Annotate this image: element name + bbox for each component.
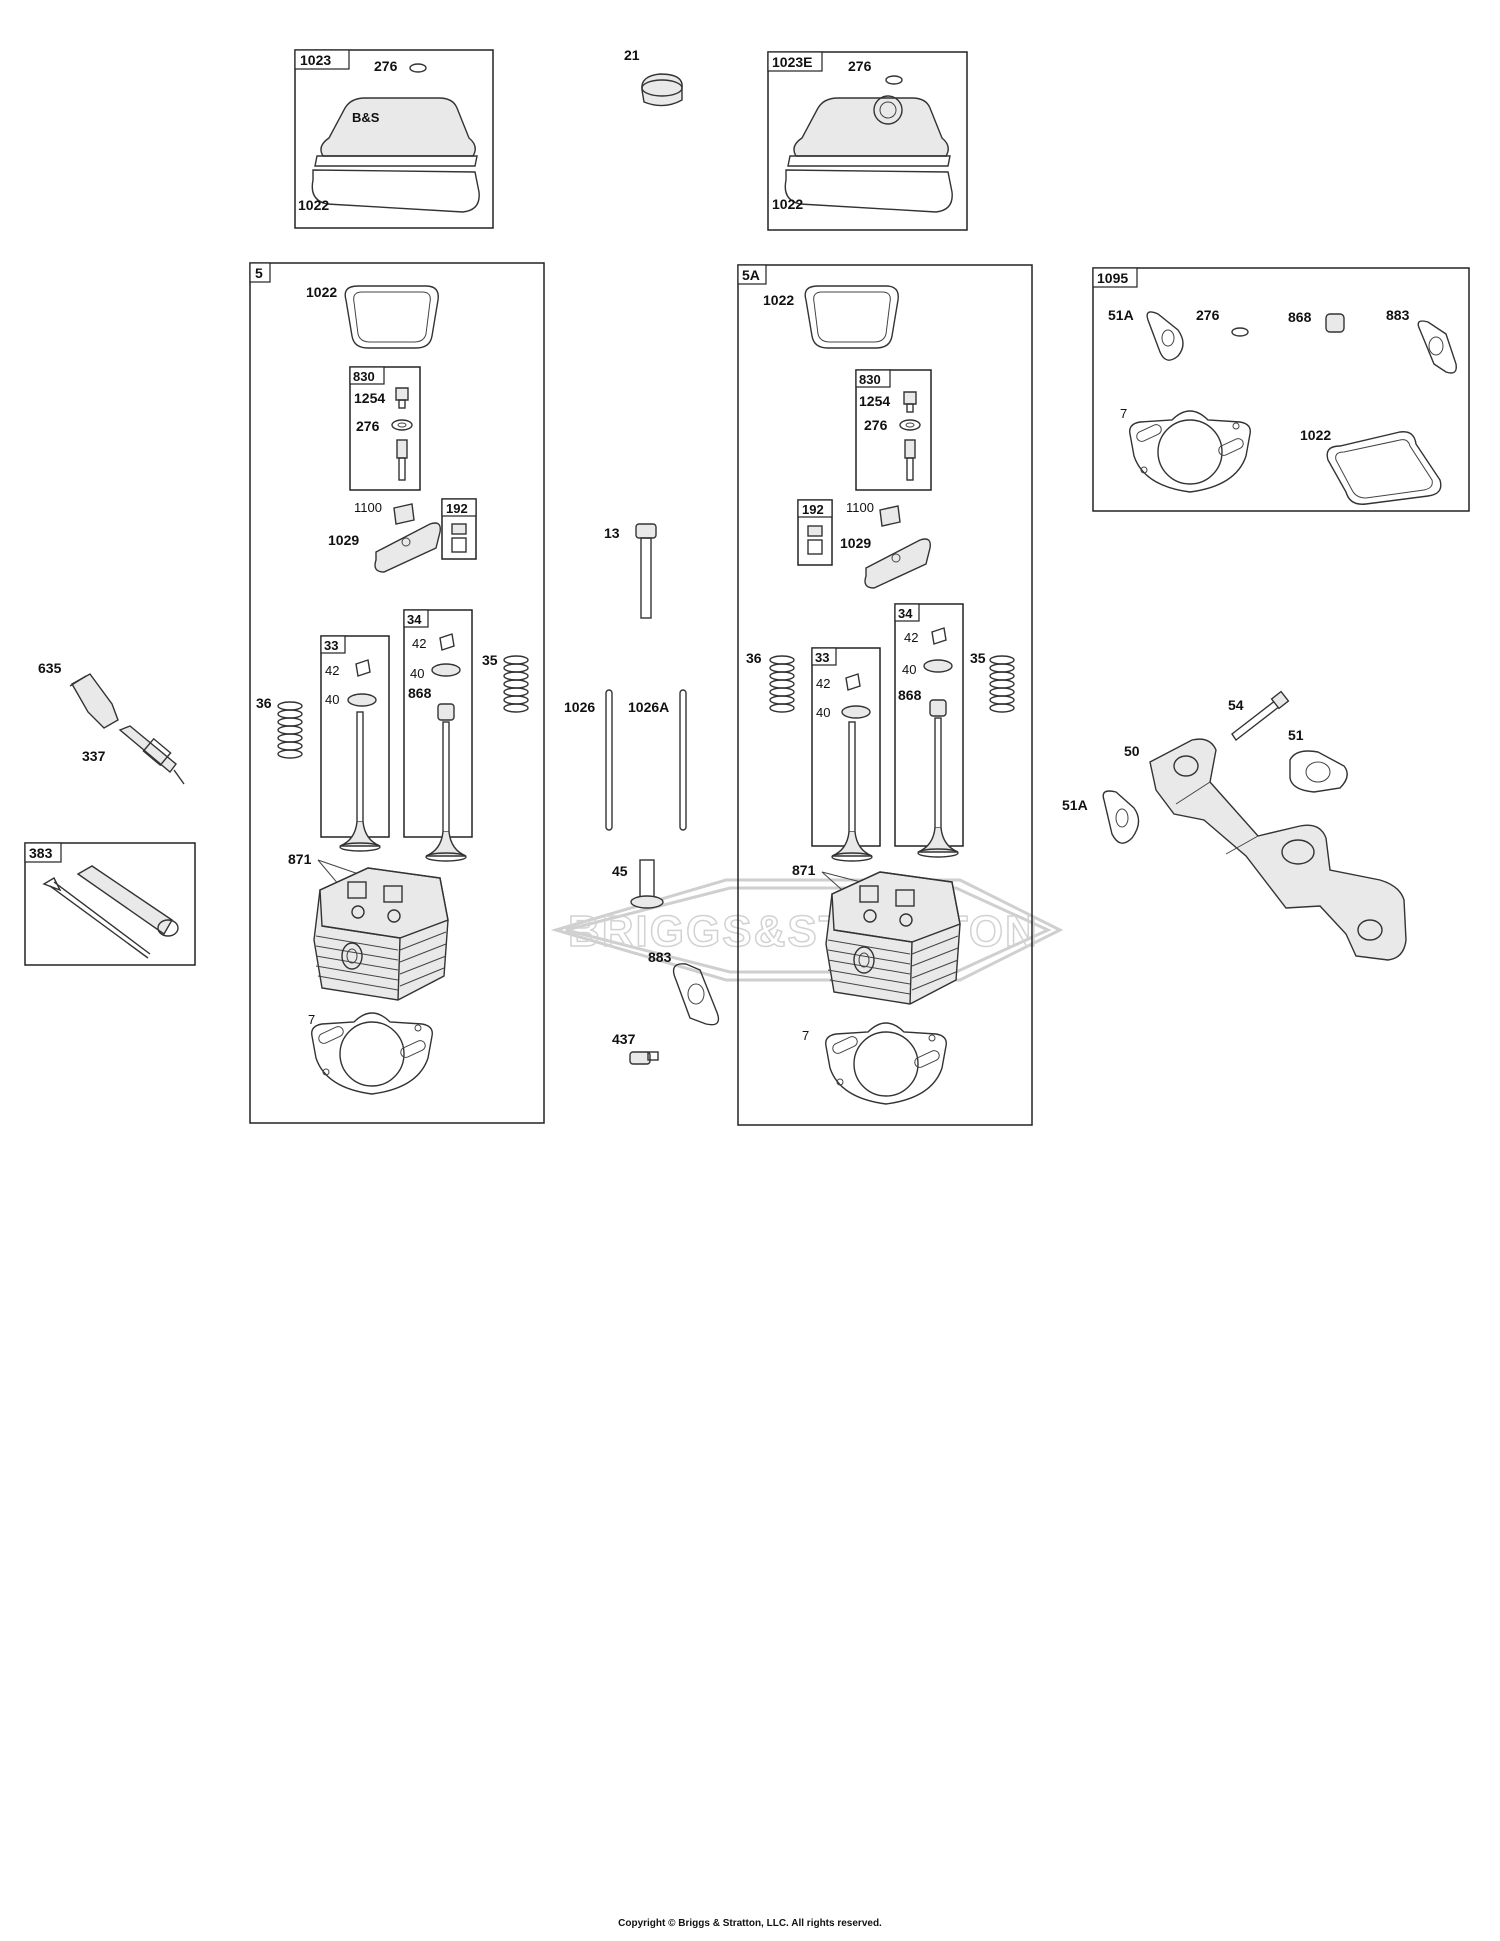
part-label-36: 36 bbox=[256, 695, 272, 711]
part-label-45: 45 bbox=[612, 863, 628, 879]
part-label-871b: 871 bbox=[792, 862, 816, 878]
spark-plug-parts: 635 337 bbox=[38, 660, 185, 785]
part-label-1100: 1100 bbox=[354, 500, 382, 515]
kit-1023-box: 1023 B&S 276 1022 bbox=[294, 49, 494, 229]
part-label-42d: 42 bbox=[904, 630, 918, 645]
kit-label-5: 5 bbox=[255, 265, 263, 281]
part-label-868: 868 bbox=[408, 685, 432, 701]
part-label-7c: 7 bbox=[1120, 406, 1127, 421]
part-label-54: 54 bbox=[1228, 697, 1244, 713]
copyright-text: Copyright © Briggs & Stratton, LLC. All … bbox=[618, 1918, 882, 1929]
kit-383-box: 383 bbox=[24, 842, 196, 966]
kit-label-1023E: 1023E bbox=[772, 54, 812, 70]
kit-label-34b: 34 bbox=[898, 606, 913, 621]
kit-1095-box: 1095 51A 276 868 883 7 1022 bbox=[1092, 267, 1470, 512]
kit-label-830: 830 bbox=[353, 369, 375, 384]
part-label-40c: 40 bbox=[816, 705, 830, 720]
part-label-871: 871 bbox=[288, 851, 312, 867]
kit-label-34: 34 bbox=[407, 612, 422, 627]
kit-label-383: 383 bbox=[29, 845, 53, 861]
part-label-276d: 276 bbox=[864, 417, 888, 433]
part-label-1254: 1254 bbox=[354, 390, 385, 406]
svg-text:B&S: B&S bbox=[352, 110, 380, 125]
part-label-868b: 868 bbox=[898, 687, 922, 703]
kit-label-830b: 830 bbox=[859, 372, 881, 387]
part-label-868c: 868 bbox=[1288, 309, 1312, 325]
part-label-883b: 883 bbox=[1386, 307, 1410, 323]
part-label-42c: 42 bbox=[816, 676, 830, 691]
part-label-50: 50 bbox=[1124, 743, 1140, 759]
part-label-276b: 276 bbox=[848, 58, 872, 74]
kit-label-192: 192 bbox=[446, 501, 468, 516]
part-label-1022e: 1022 bbox=[1300, 427, 1331, 443]
kit-5A-box: 5A 1022 830 1254 276 192 1100 1029 36 35 bbox=[737, 264, 1033, 1126]
part-label-7b: 7 bbox=[802, 1028, 809, 1043]
part-label-1026: 1026 bbox=[564, 699, 595, 715]
part-label-883: 883 bbox=[648, 949, 672, 965]
manifold-parts: 54 51 50 51A bbox=[1062, 690, 1407, 961]
part-label-1022d: 1022 bbox=[763, 292, 794, 308]
part-label-1029: 1029 bbox=[328, 532, 359, 548]
part-label-42: 42 bbox=[325, 663, 339, 678]
kit-label-192b: 192 bbox=[802, 502, 824, 517]
part-label-1022c: 1022 bbox=[306, 284, 337, 300]
part-label-437: 437 bbox=[612, 1031, 636, 1047]
watermark: BRIGGS&STRATTON bbox=[550, 878, 1064, 982]
part-label-36b: 36 bbox=[746, 650, 762, 666]
kit-1023E-box: 1023E 276 1022 bbox=[767, 51, 968, 231]
part-label-40d: 40 bbox=[902, 662, 916, 677]
kit-label-33: 33 bbox=[324, 638, 338, 653]
part-label-1254b: 1254 bbox=[859, 393, 890, 409]
part-label-21: 21 bbox=[624, 47, 640, 63]
part-276-washer bbox=[409, 63, 427, 73]
center-parts: 13 1026 1026A 45 883 437 bbox=[564, 523, 720, 1065]
part-label-276e: 276 bbox=[1196, 307, 1220, 323]
part-label-1100b: 1100 bbox=[846, 500, 874, 515]
part-label-42b: 42 bbox=[412, 636, 426, 651]
watermark-text: BRIGGS&STRATTON bbox=[568, 907, 1039, 956]
part-label-7: 7 bbox=[308, 1012, 315, 1027]
part-label-51: 51 bbox=[1288, 727, 1304, 743]
part-label-1029b: 1029 bbox=[840, 535, 871, 551]
part-label-1026A: 1026A bbox=[628, 699, 669, 715]
part-label-337: 337 bbox=[82, 748, 106, 764]
part-label-40b: 40 bbox=[410, 666, 424, 681]
part-label-40: 40 bbox=[325, 692, 339, 707]
part-label-13: 13 bbox=[604, 525, 620, 541]
part-21-oil-cap: 21 bbox=[624, 47, 683, 107]
kit-label-5A: 5A bbox=[742, 267, 760, 283]
kit-label-1095: 1095 bbox=[1097, 270, 1128, 286]
part-label-276c: 276 bbox=[356, 418, 380, 434]
part-label-1022: 1022 bbox=[298, 197, 329, 213]
kit-label-33b: 33 bbox=[815, 650, 829, 665]
part-label-35: 35 bbox=[482, 652, 498, 668]
part-label-51Ab: 51A bbox=[1062, 797, 1088, 813]
part-label-276: 276 bbox=[374, 58, 398, 74]
part-276-washer-b bbox=[885, 75, 903, 85]
kit-5-box: 5 1022 830 1254 276 1100 192 1029 36 35 bbox=[249, 262, 545, 1124]
kit-label-1023: 1023 bbox=[300, 52, 331, 68]
part-label-35b: 35 bbox=[970, 650, 986, 666]
part-label-635: 635 bbox=[38, 660, 62, 676]
part-label-1022b: 1022 bbox=[772, 196, 803, 212]
part-label-51A: 51A bbox=[1108, 307, 1134, 323]
